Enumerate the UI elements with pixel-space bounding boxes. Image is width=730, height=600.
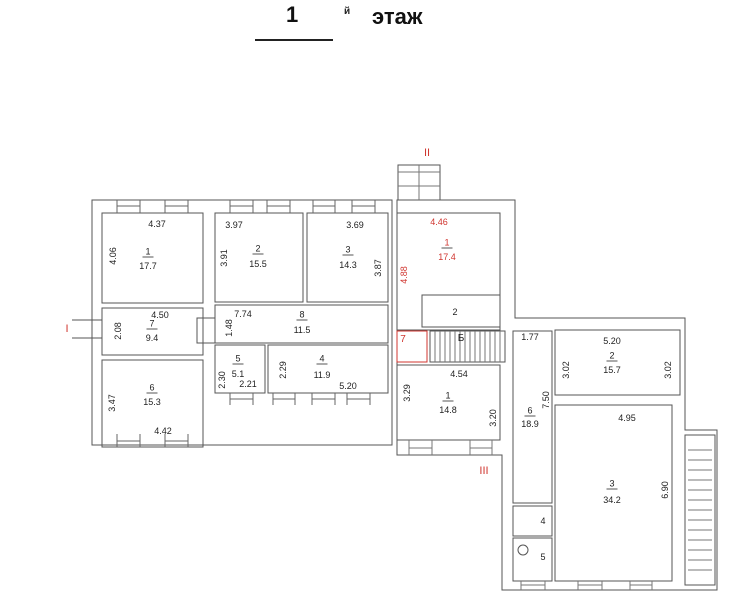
title-underline [255, 39, 333, 41]
room-area: 15.5 [249, 259, 267, 269]
room-area: 34.2 [603, 495, 621, 505]
dimension: 5.20 [603, 336, 621, 346]
room-area: 9.4 [145, 333, 159, 343]
room-number: 6 [524, 406, 536, 417]
room-area: 18.9 [521, 419, 539, 429]
left-block-outer-wall [91, 199, 393, 446]
stair-steps [434, 331, 501, 362]
room-number: 8 [296, 310, 308, 321]
room-area: 14.8 [439, 405, 457, 415]
room-number: 4 [540, 516, 546, 526]
dimension: 4.54 [450, 369, 468, 379]
floor-number: 1 [286, 2, 299, 27]
room-l4 [267, 344, 389, 394]
room-r3 [554, 404, 673, 582]
room-number: 1 [142, 247, 154, 258]
dimension: 3.97 [225, 220, 243, 230]
dimension: 3.91 [219, 249, 229, 267]
dimension: 2.30 [217, 371, 227, 389]
room-r1-lower [396, 364, 501, 441]
room-r2 [554, 329, 681, 396]
room-number: 2 [452, 307, 458, 317]
dimension: 1.77 [521, 332, 539, 342]
room-l3 [306, 212, 389, 303]
room-number: 4 [316, 354, 328, 365]
staircase-b [429, 330, 506, 363]
dimension: 2.21 [239, 379, 257, 389]
room-l1 [101, 212, 204, 304]
dimension: 4.42 [154, 426, 172, 436]
floor-word: этаж [372, 4, 423, 29]
room-number: 3 [606, 479, 618, 490]
dimension: 7.74 [234, 309, 252, 319]
right-block-outer-wall [396, 199, 718, 591]
room-r1 [396, 212, 501, 331]
room-area: 14.3 [339, 260, 357, 270]
dimension: 3.02 [561, 361, 571, 379]
dimension: 3.87 [373, 259, 383, 277]
windows [116, 200, 376, 447]
room-l6 [101, 359, 204, 448]
room-area: 11.9 [313, 370, 331, 380]
dimension: 4.37 [148, 219, 166, 229]
room-l2 [214, 212, 304, 303]
dimension: 4.95 [618, 413, 636, 423]
dimension: 2.29 [278, 361, 288, 379]
room-area: 17.4 [438, 252, 456, 262]
dimension: 3.02 [663, 361, 673, 379]
dimension: 3.20 [488, 409, 498, 427]
room-r7 [396, 330, 428, 363]
room-r4 [512, 505, 553, 537]
room-number: 5 [232, 354, 244, 365]
room-l7 [101, 307, 204, 356]
room-number: 3 [342, 245, 354, 256]
dimension: 2.08 [113, 322, 123, 340]
dimension: 7.50 [541, 391, 551, 409]
right-stair [684, 434, 716, 586]
dimension: 4.06 [108, 247, 118, 265]
dimension: 3.69 [346, 220, 364, 230]
entrance-iii-label: III [479, 465, 489, 477]
room-area: 5.1 [231, 369, 245, 379]
room-area: 11.5 [293, 325, 311, 335]
room-l5 [214, 344, 266, 394]
floor-suffix: й [344, 6, 351, 17]
dimension: 3.47 [107, 394, 117, 412]
entrance-i-label: I [65, 323, 69, 335]
dimension: 4.46 [430, 217, 448, 227]
staircase-label: Б [457, 333, 465, 344]
room-area: 15.7 [603, 365, 621, 375]
room-number: 1 [441, 238, 453, 249]
room-number: 1 [442, 391, 454, 402]
room-number: 2 [606, 351, 618, 362]
room-area: 17.7 [139, 261, 157, 271]
doorway [196, 317, 216, 344]
dimension: 4.50 [151, 310, 169, 320]
dimension: 3.29 [402, 384, 412, 402]
dimension: 4.88 [399, 266, 409, 284]
dimension: 1.48 [224, 319, 234, 337]
room-number: 5 [540, 552, 546, 562]
room-number: 6 [146, 383, 158, 394]
room-number: 2 [252, 244, 264, 255]
toilet-icon [517, 544, 529, 556]
dimension: 5.20 [339, 381, 357, 391]
room-number: 7 [146, 319, 158, 330]
dimension: 6.90 [660, 481, 670, 499]
room-number: 7 [400, 334, 406, 345]
entrance-i-steps [72, 319, 102, 339]
entrance-ii-label: II [423, 147, 431, 159]
room-area: 15.3 [143, 397, 161, 407]
room-r5 [512, 537, 553, 582]
room-r2-small [421, 294, 501, 328]
room-r6-corridor [512, 330, 553, 504]
